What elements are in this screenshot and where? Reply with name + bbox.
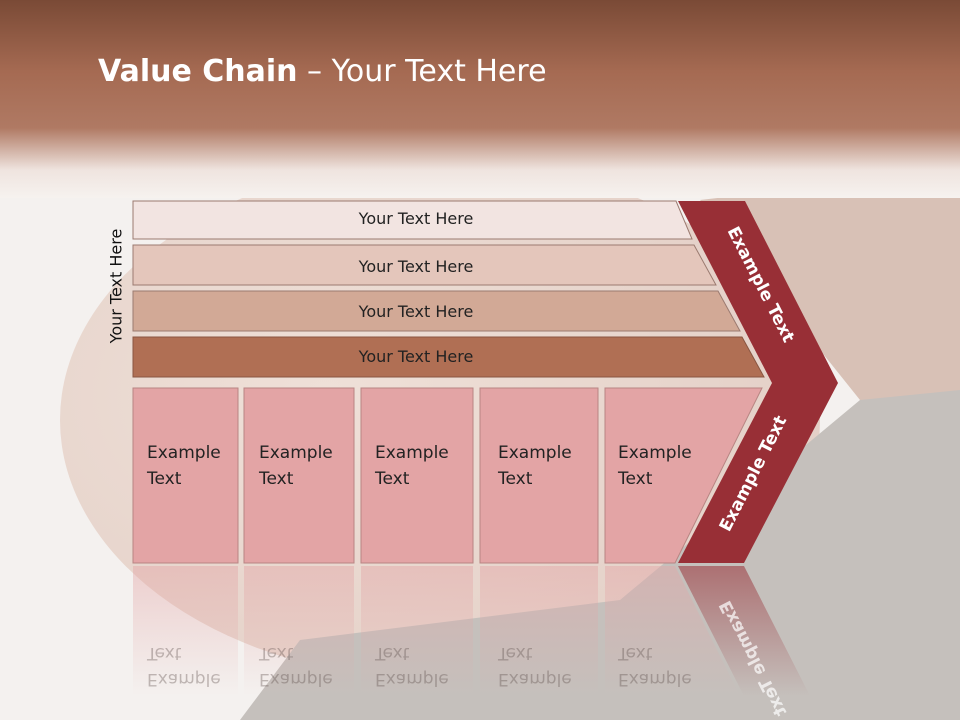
primary-box-4-line2: Text (497, 469, 533, 489)
support-bar-3 (132, 290, 741, 332)
primary-box-1-line2: Text (146, 469, 182, 489)
primary-box-4-line1: Example (498, 443, 572, 463)
primary-box-5 (604, 387, 763, 564)
reflection-box-3-line1: Example (375, 669, 449, 689)
reflection-box-4-line2: Text (497, 643, 533, 663)
primary-box-5-line2: Text (617, 469, 653, 489)
support-bar-2 (132, 244, 717, 286)
support-bar-4-label: Your Text Here (358, 347, 474, 366)
primary-box-1-line1: Example (147, 443, 221, 463)
page-title: Value Chain – Your Text Here (98, 54, 547, 89)
primary-box-2-line2: Text (258, 469, 294, 489)
primary-box-3 (360, 387, 474, 564)
chevron-upper (678, 201, 838, 383)
support-bar-4 (132, 336, 765, 378)
primary-box-4 (479, 387, 599, 564)
reflection-box-4-line1: Example (498, 669, 572, 689)
title-rest: – Your Text Here (297, 54, 547, 89)
primary-box-5-line1: Example (618, 443, 692, 463)
reflection-box-1-line1: Example (147, 669, 221, 689)
support-bar-2-label: Your Text Here (358, 257, 474, 276)
primary-box-2-line1: Example (259, 443, 333, 463)
primary-box-1 (132, 387, 239, 564)
support-bar-3-label: Your Text Here (358, 302, 474, 321)
primary-box-3-line2: Text (374, 469, 410, 489)
reflection-box-5-line1: Example (618, 669, 692, 689)
reflection-box-1-line2: Text (146, 643, 182, 663)
title-bold: Value Chain (98, 54, 298, 89)
reflection-box-2-line2: Text (258, 643, 294, 663)
reflection-box-3-line2: Text (374, 643, 410, 663)
support-bar-1 (132, 200, 693, 240)
reflection-box-5-line2: Text (617, 643, 653, 663)
diagram-reflection: Example Text Example Text Example Text E… (133, 566, 810, 719)
reflection-box-2-line1: Example (259, 669, 333, 689)
chevron-lower (678, 383, 838, 563)
support-bar-1-label: Your Text Here (358, 209, 474, 228)
primary-box-2 (243, 387, 355, 564)
primary-box-3-line1: Example (375, 443, 449, 463)
